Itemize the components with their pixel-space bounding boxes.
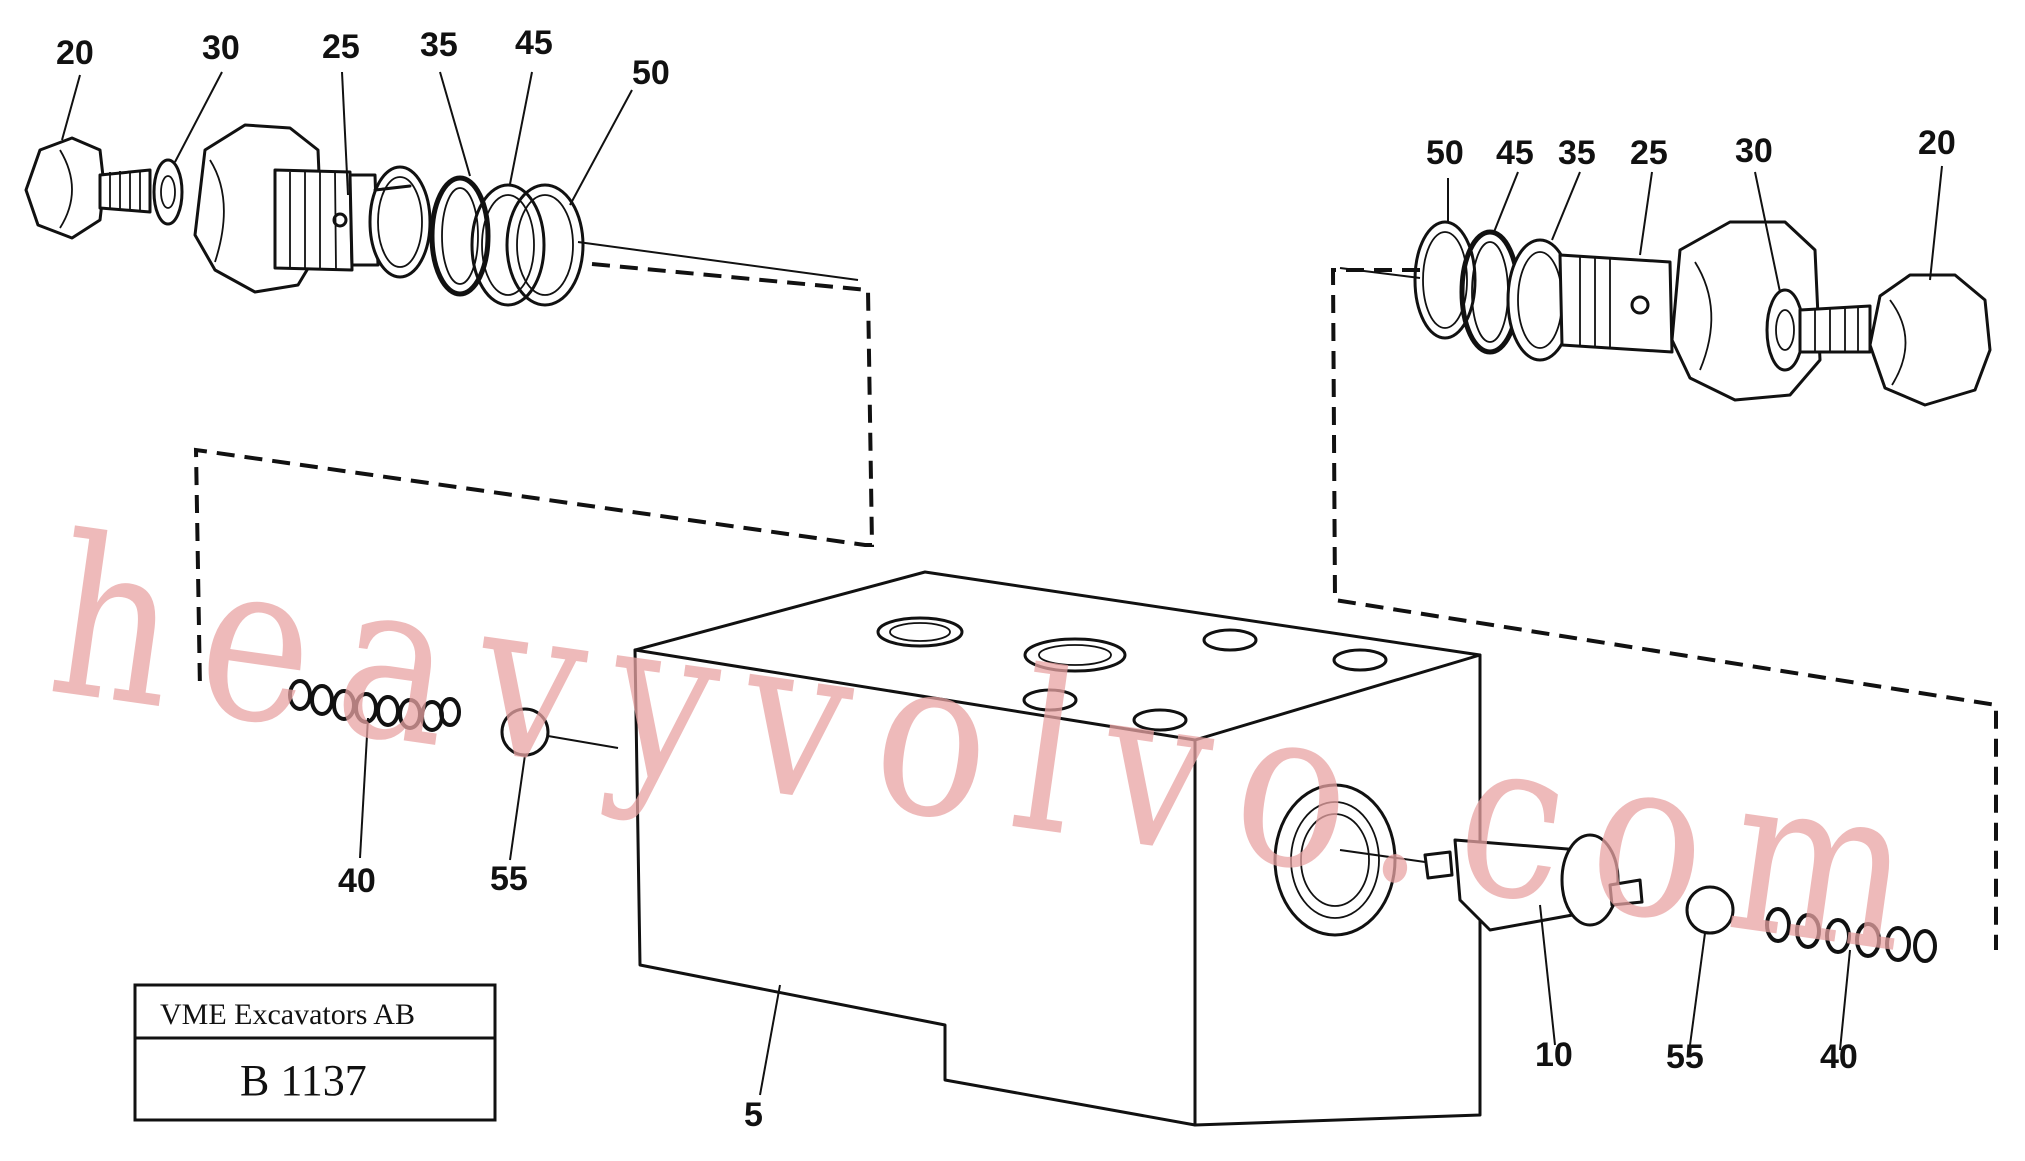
label-35-right: 35 [1558, 134, 1596, 172]
label-55-right: 55 [1666, 1038, 1704, 1076]
ball-right [1685, 885, 1735, 935]
label-20-left: 20 [56, 34, 94, 72]
company-name: VME Excavators AB [160, 998, 415, 1031]
top-port-3 [1202, 628, 1258, 652]
label-25-left: 25 [322, 28, 360, 66]
label-25-right: 25 [1630, 134, 1668, 172]
piston-10 [1339, 833, 1644, 932]
label-20-right: 20 [1918, 124, 1956, 162]
top-port-5 [1022, 688, 1078, 712]
o-ring-45-left [429, 175, 491, 297]
leader-lines [61, 71, 1943, 1096]
washer-right [1765, 288, 1805, 372]
label-5: 5 [744, 1096, 763, 1134]
label-10: 10 [1535, 1036, 1573, 1074]
valve-block [633, 570, 1482, 1127]
top-port-6 [1132, 708, 1188, 732]
drawing-code: B 1137 [240, 1056, 367, 1105]
label-45-right: 45 [1496, 134, 1534, 172]
washer-left [152, 158, 184, 226]
side-port [1273, 783, 1397, 937]
valve-assembly-top-left [24, 123, 859, 307]
label-50-right: 50 [1426, 134, 1464, 172]
cap-nut-right [1868, 273, 1992, 407]
spring-left [288, 679, 461, 732]
backup-ring-50-left [470, 183, 546, 307]
spring-right [1765, 907, 1937, 963]
label-35-left: 35 [420, 26, 458, 64]
cap-nut-left [24, 136, 106, 240]
backup-ring-50-right [1413, 220, 1477, 340]
title-block: VME Excavators AB B 1137 [133, 983, 497, 1122]
part-labels: 20 30 25 35 45 50 50 45 35 25 30 20 40 5… [56, 24, 1956, 1134]
label-50-left: 50 [632, 54, 670, 92]
label-30-left: 30 [202, 29, 240, 67]
label-40-left: 40 [338, 862, 376, 900]
phantom-outline-left [193, 262, 875, 691]
top-port-4 [1332, 648, 1388, 672]
valve-assembly-top-right [1339, 220, 1992, 407]
label-45-left: 45 [515, 24, 553, 62]
label-30-right: 30 [1735, 132, 1773, 170]
label-55-left: 55 [490, 860, 528, 898]
o-ring-35-left [368, 165, 432, 279]
label-40-right: 40 [1820, 1038, 1858, 1076]
